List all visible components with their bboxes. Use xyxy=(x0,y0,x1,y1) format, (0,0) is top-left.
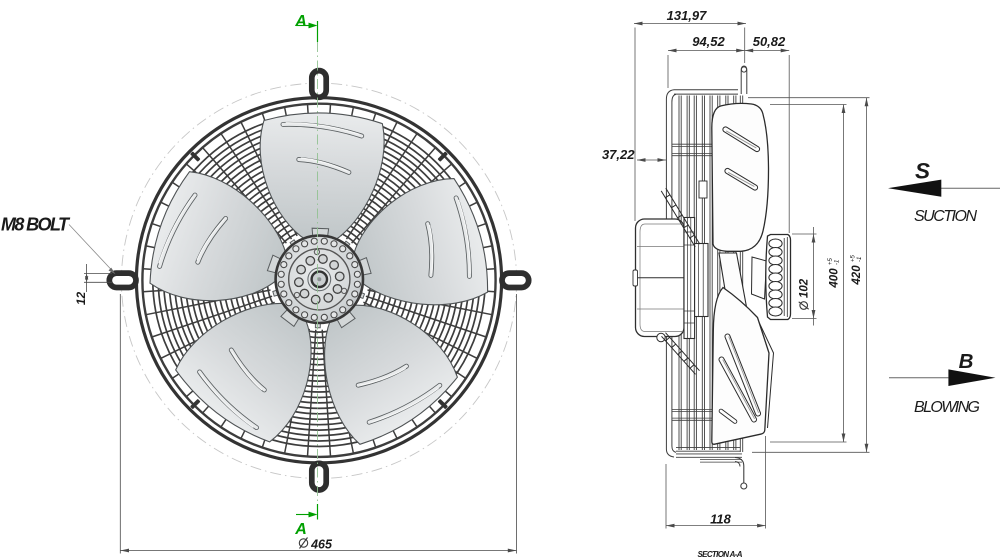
svg-text:400: 400 xyxy=(829,268,841,289)
svg-text:+5: +5 xyxy=(828,257,834,265)
svg-text:37,22: 37,22 xyxy=(602,147,635,162)
svg-text:-1: -1 xyxy=(835,260,841,265)
svg-text:118: 118 xyxy=(710,512,731,527)
svg-text:SUCTION: SUCTION xyxy=(914,208,977,225)
svg-text:131,97: 131,97 xyxy=(667,8,708,23)
svg-text:+5: +5 xyxy=(851,254,857,262)
svg-text:M8 BOLT: M8 BOLT xyxy=(1,215,71,235)
svg-text:A: A xyxy=(294,13,307,30)
svg-text:S: S xyxy=(915,159,930,184)
svg-text:102: 102 xyxy=(799,278,811,298)
svg-text:SECTION A-A: SECTION A-A xyxy=(698,550,743,559)
svg-text:420: 420 xyxy=(851,265,863,286)
svg-text:-1: -1 xyxy=(857,257,863,262)
svg-text:50,82: 50,82 xyxy=(753,34,786,49)
svg-text:B: B xyxy=(959,350,974,373)
svg-text:A: A xyxy=(294,521,307,538)
svg-text:94,52: 94,52 xyxy=(692,34,725,49)
svg-text:BLOWING: BLOWING xyxy=(914,399,980,416)
svg-text:465: 465 xyxy=(310,538,333,552)
svg-text:12: 12 xyxy=(74,292,88,306)
